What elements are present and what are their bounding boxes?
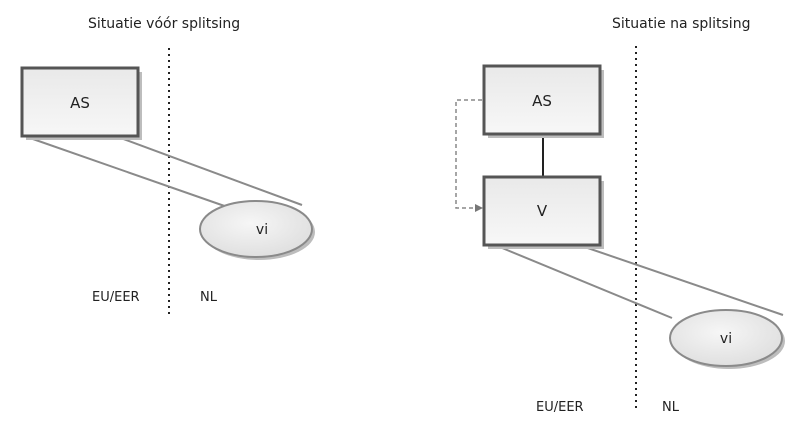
before-as-label: AS <box>70 94 90 112</box>
after-connector-lower <box>489 242 673 319</box>
before-diagram: Situatie vóór splitsing AS vi EU/EER NL <box>20 16 315 316</box>
after-diagram: Situatie na splitsing AS V vi EU/EER <box>455 16 785 415</box>
after-v-label: V <box>537 202 548 220</box>
before-as-box: AS <box>20 66 142 140</box>
after-as-label: AS <box>532 92 552 110</box>
after-title: Situatie na splitsing <box>612 16 750 32</box>
after-region-eu-eer: EU/EER <box>536 400 584 415</box>
after-region-nl: NL <box>662 400 680 415</box>
before-connector-upper <box>117 136 303 206</box>
after-v-box: V <box>482 175 604 249</box>
before-region-nl: NL <box>200 290 218 305</box>
after-vi-ellipse: vi <box>669 309 785 369</box>
after-connector-upper <box>575 243 784 316</box>
before-title: Situatie vóór splitsing <box>88 16 240 32</box>
before-connector-lower <box>29 137 237 211</box>
after-as-box: AS <box>482 64 604 138</box>
after-vi-label: vi <box>720 331 732 347</box>
before-vi-label: vi <box>256 222 268 238</box>
before-vi-ellipse: vi <box>199 200 315 260</box>
after-dashed-arrow <box>455 99 483 212</box>
before-region-eu-eer: EU/EER <box>92 290 140 305</box>
